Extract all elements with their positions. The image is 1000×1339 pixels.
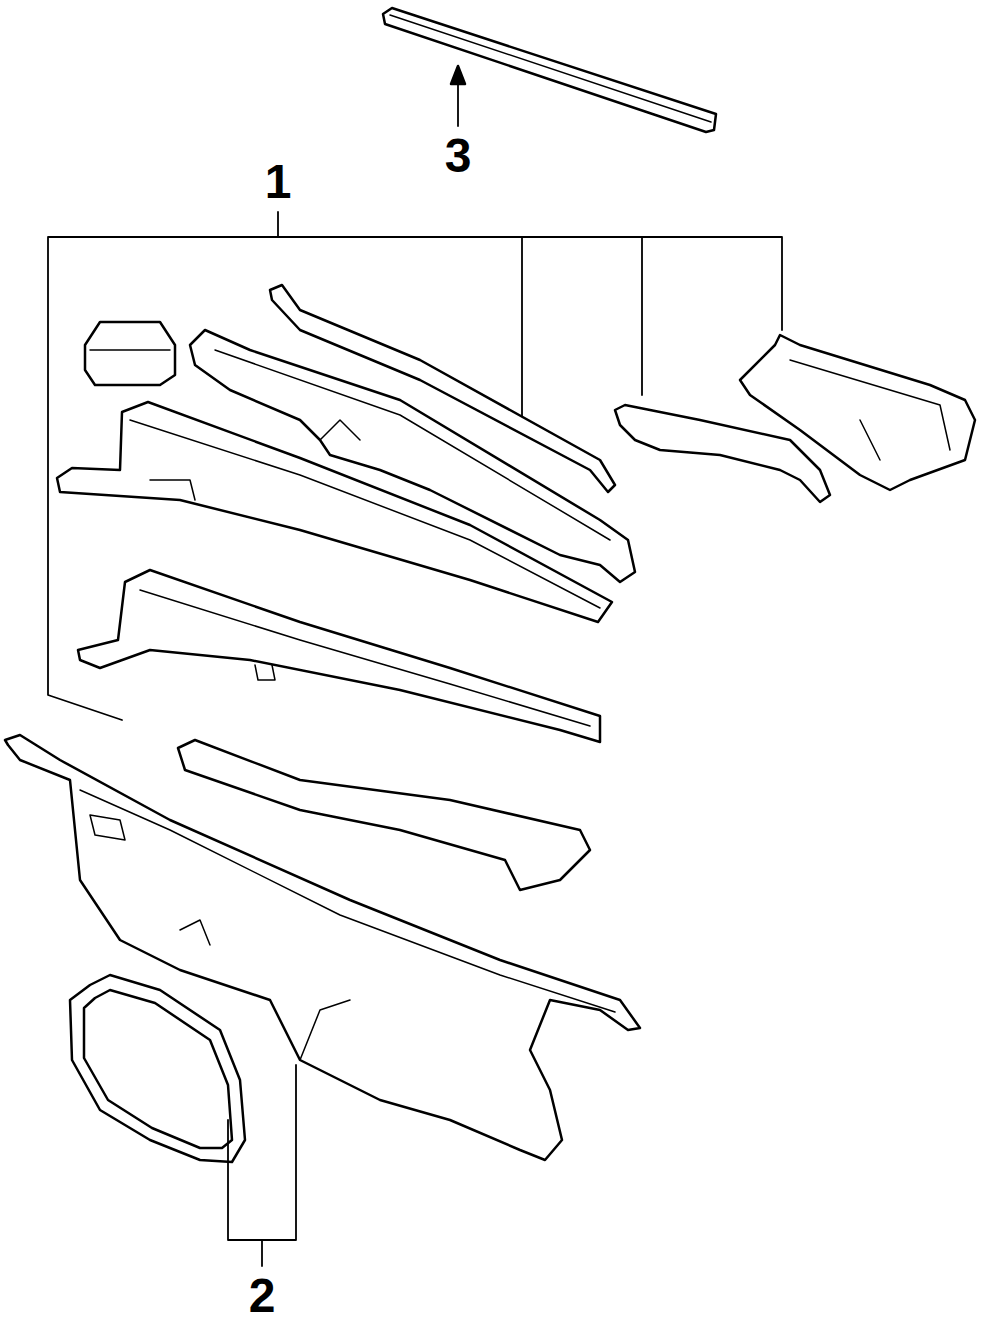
lower-panel (78, 570, 600, 742)
panel-detail (130, 420, 600, 608)
lower-detail (140, 590, 590, 726)
seal-loop (70, 975, 245, 1162)
callout-number: 1 (265, 158, 292, 206)
side-box (740, 335, 975, 490)
arrow-head (451, 66, 465, 84)
callout-number: 2 (249, 1272, 276, 1320)
box-detail (790, 360, 950, 460)
group-bracket (228, 1065, 296, 1266)
callout-number: 3 (445, 132, 472, 180)
cap-piece (85, 322, 175, 385)
strip-detail (390, 15, 711, 122)
molding-strip (383, 8, 716, 132)
cap-detail (90, 349, 170, 351)
seal-inner (84, 990, 232, 1148)
